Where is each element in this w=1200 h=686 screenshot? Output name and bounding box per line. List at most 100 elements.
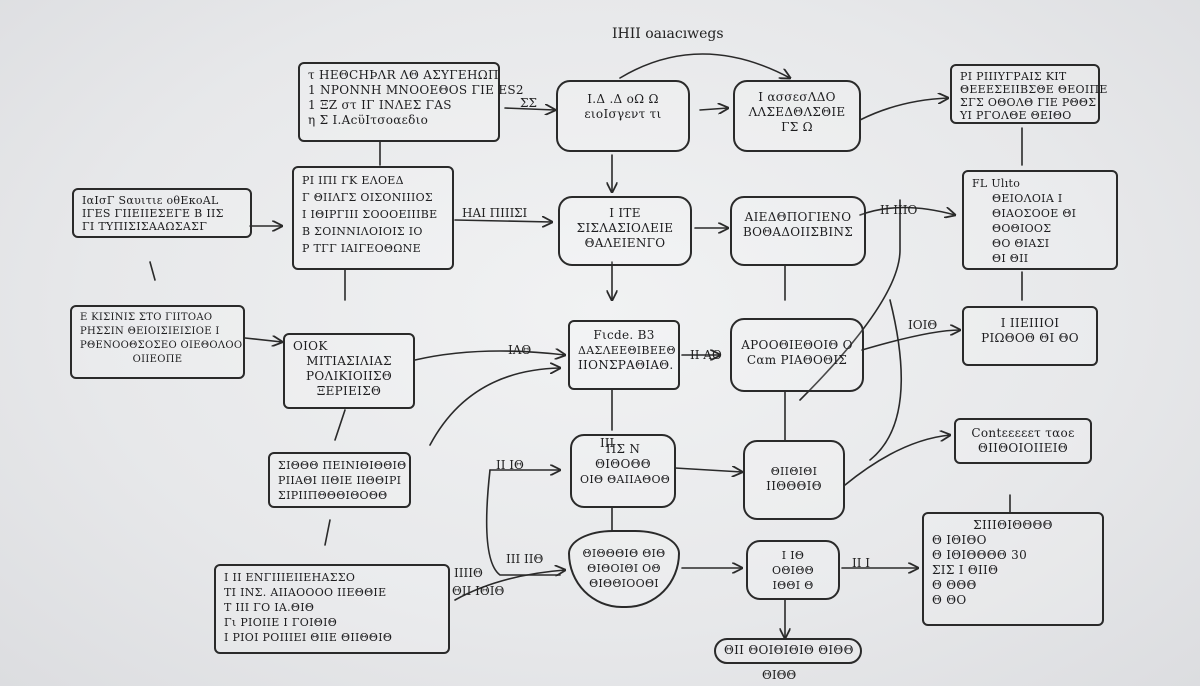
node-line: ΘΙΘΘΙΟΟΘΙ bbox=[589, 577, 659, 590]
node-line: ΙΓΕS ΓΙΙΕΙΙΕΣΕΓΕ Β ΙΙΣ bbox=[82, 207, 224, 220]
node-middle-center: Ι ΙΤΕ ΣΙΣΛΑΣΙΟΛΕΙΕ ΘΑΛΕΙΕΝΓΟ bbox=[558, 196, 692, 266]
node-line: ΙΙΘΘΘΙΘ bbox=[766, 479, 822, 493]
node-line: ΣΙΣΛΑΣΙΟΛΕΙΕ bbox=[576, 221, 674, 235]
node-line: ειοΙσγεντ τι bbox=[584, 107, 662, 121]
node-line: ΡΘΕΝΟΟΘΣΟΣΕΟ ΟΙΕΘΟΛΟΟ bbox=[80, 340, 243, 351]
node-center: Fιcde. Β3 ΔΑΣΛΕΕΘΙΒΕΕΘ ΙΙΟΝΣΡΑΘΙΑΘ. bbox=[568, 320, 680, 390]
node-line: ΒΟΘΑΔΟΙΙΣΒΙΝΣ bbox=[742, 225, 854, 239]
node-lower-center-right: ΘΙΙΘΙΘΙ ΙΙΘΘΘΙΘ bbox=[743, 440, 845, 520]
node-line: ΟΘΙΘΘ bbox=[772, 564, 814, 577]
node-line: ΔΑΣΛΕΕΘΙΒΕΕΘ bbox=[578, 344, 676, 357]
node-line: ΡΙΩΘΟΘ ΘΙ ΘΟ bbox=[981, 331, 1079, 345]
node-line: Θ ΙΘΙΘΟ bbox=[932, 533, 987, 547]
node-line: ΘΙΘΟΙΘΙ ΟΘ bbox=[587, 562, 661, 575]
edge-label: ΣΙ bbox=[514, 206, 528, 220]
node-bottom-left: Ι ΙΙ ΕΝΓΙΙΙΕΙΙΕΗΑΣΣΟ ΤΙ ΙΝΣ. ΑΙΙΑΟΟΟΟ ΙΙ… bbox=[214, 564, 450, 654]
node-top-center-left: Ι.Δ .Δ οΩ Ω ειοΙσγεντ τι bbox=[556, 80, 690, 152]
node-line: ΘΙΙΘΙΘΙ bbox=[770, 465, 818, 478]
node-bottom-center-right: Ι ΙΘ ΟΘΙΘΘ ΙΘΘΙ Θ bbox=[746, 540, 840, 600]
node-line: ΡΙ ΡΙΙΙΥΓΡΑΙΣ ΚΙΤ bbox=[960, 70, 1067, 83]
node-line: ΘΙΘΟΘΘ bbox=[595, 457, 651, 471]
node-process-list: ΡΙ ΙΠΙ ΓΚ ΕΛΟΕΔ Γ ΘΙΙΛΓΣ ΟΙΣΟΝΙΙΙΟΣ Ι ΙΘ… bbox=[292, 166, 454, 270]
node-left-middle: Ε ΚΙΣΙΝΙΣ ΣΤΟ ΓΙΙΤΟΑΟ ΡΗΣΣΙΝ ΘΕΙΟΙΣΙΕΙΣΙ… bbox=[70, 305, 245, 379]
node-line: Ι ΙΤΕ bbox=[609, 206, 641, 220]
edge-label: ΗΑΙ ΠΙΙΙ bbox=[462, 206, 515, 220]
node-line: ΘΙΙΘΟΙΟΙΙΕΙΘ bbox=[978, 441, 1068, 455]
node-line: ΣΓΣ ΟΘΟΛΘ ΓΙΕ ΡΘΘΣ bbox=[960, 96, 1097, 109]
node-line: ΣΙΘΘΘ ΠΕΙΝΙΘΙΘΘΙΘ bbox=[278, 459, 407, 472]
node-line: Cαm ΡΙΑΘΟΘΙΣ bbox=[746, 353, 848, 367]
edge-label: ΙΙΙΙΘ bbox=[454, 566, 483, 580]
node-line: ΠΣ Ν bbox=[605, 442, 641, 456]
node-line: ΘΑΛΕΙΕΝΓΟ bbox=[584, 236, 666, 250]
node-middle-right: ΑΙΕΔΘΠΟΓΙΕΝΟ ΒΟΘΑΔΟΙΙΣΒΙΝΣ bbox=[730, 196, 866, 266]
node-right-lower: Cοntεεεεετ ταοε ΘΙΙΘΟΙΟΙΙΕΙΘ bbox=[954, 418, 1092, 464]
edge-label: ΙΙΙ bbox=[600, 436, 615, 450]
edge-label: ΙΙΙ ΙΙΘ bbox=[506, 552, 544, 566]
node-line: Τ ΙΙΙ ΓΟ ΙΑ.ΘΙΘ bbox=[224, 601, 315, 614]
node-line: Γι ΡΙΟΙΙΕ Ι ΓΟΙΘΙΘ bbox=[224, 616, 338, 629]
node-left-lower: ΣΙΘΘΘ ΠΕΙΝΙΘΙΘΘΙΘ ΡΙΙΑΘΙ ΙΙΘΙΕ ΙΙΘΘΙΡΙ Σ… bbox=[268, 452, 411, 508]
node-line: Ι ΙΘΙΡΓΙΙΙ ΣΟΟΟΕΙΙΙΒΕ bbox=[302, 208, 438, 221]
node-line: ΘΟΘΙΟΟΣ bbox=[992, 222, 1052, 235]
node-line: Ι ασσεσΛΔΟ bbox=[758, 90, 836, 104]
node-left-top: ΙαΙσΓ Sαυιτιε οθΕκοΑL ΙΓΕS ΓΙΙΕΙΙΕΣΕΓΕ Β… bbox=[72, 188, 252, 238]
node-center-left: ΟΙΟΚ ΜΙΤΙΑΣΙΛΙΑΣ ΡΟΛΙΚΙΟΙΙΣΘ ΞΕΡΙΕΙΣΘ bbox=[283, 333, 415, 409]
node-right-middle: Ι ΙΙΕΙΙΙΟΙ ΡΙΩΘΟΘ ΘΙ ΘΟ bbox=[962, 306, 1098, 366]
node-line: Γ ΘΙΙΛΓΣ ΟΙΣΟΝΙΙΙΟΣ bbox=[302, 191, 434, 204]
node-requirements: τ HEΘCHϷΛR ΛΘ ΑΣΥΓΕΗΩΠ 1 ΝΡΟΝΝΗ ΜΝΟΟΕΘΟS… bbox=[298, 62, 524, 142]
node-line: Ι ΙΙ ΕΝΓΙΙΙΕΙΙΕΗΑΣΣΟ bbox=[224, 571, 356, 584]
node-line: ΘΙ ΘΙΙ bbox=[992, 252, 1029, 265]
node-line: ΣΙΙΙΘΙΘΘΘΘ bbox=[973, 518, 1053, 532]
node-right-list: FL Ulıto ΘΕΙΟΛΟΙΑ Ι ΘΙΑΟΣΟΟΕ ΘΙ ΘΟΘΙΟΟΣ … bbox=[962, 170, 1118, 270]
node-line: ΘΕΙΟΛΟΙΑ Ι bbox=[992, 192, 1063, 205]
node-center-right: ΑΡΟΟΘΙΕΘΟΙΘ Ο Cαm ΡΙΑΘΟΘΙΣ bbox=[730, 318, 864, 392]
node-line: ΤΙ ΙΝΣ. ΑΙΙΑΟΟΟΟ ΙΙΕΘΘΙΕ bbox=[224, 586, 387, 599]
node-line: ΙΘΘΙ Θ bbox=[772, 579, 814, 592]
node-bottom-right: ΣΙΙΙΘΙΘΘΘΘ Θ ΙΘΙΘΟ Θ ΙΘΙΘΘΘΘ 30 ΣΙΣ Ι ΘΙ… bbox=[922, 512, 1104, 626]
node-top-center-right: Ι ασσεσΛΔΟ ΛΛΣΕΔΘΛΣΘΙΕ ΓΣ Ω bbox=[733, 80, 861, 152]
edge-label: ΙΙ ΙΙΙΟ bbox=[880, 203, 918, 217]
node-line: ΑΡΟΟΘΙΕΘΟΙΘ Ο bbox=[741, 338, 853, 352]
node-line: ΙαΙσΓ Sαυιτιε οθΕκοΑL bbox=[82, 194, 219, 207]
node-line: ΡΙΙΑΘΙ ΙΙΘΙΕ ΙΙΘΘΙΡΙ bbox=[278, 474, 402, 487]
edge-label: ΣΣ bbox=[520, 96, 537, 110]
node-line: ΡΙ ΙΠΙ ΓΚ ΕΛΟΕΔ bbox=[302, 174, 404, 187]
node-lower-center: ΠΣ Ν ΘΙΘΟΘΘ ΟΙΘ ΘΑΙΙΑΘΟΘ bbox=[570, 434, 676, 508]
node-line: ΓΙ ΤΥΠΙΣΙΣΑΑΩΣΑΣΓ bbox=[82, 220, 208, 233]
node-line: Θ ΘΘΘ bbox=[932, 578, 977, 592]
node-line: η Σ Ι.ΑcϋΙτσοαɛδιο bbox=[308, 113, 429, 127]
node-line: ΣΙΣ Ι ΘΙΙΘ bbox=[932, 563, 999, 577]
node-line: FL Ulıto bbox=[972, 177, 1021, 190]
node-line: Β ΣΟΙΝΝΙΛΟΙΟΙΣ ΙΟ bbox=[302, 225, 423, 238]
node-line: ΘΟ ΘΙΑΣΙ bbox=[992, 237, 1050, 250]
node-line: ΡΗΣΣΙΝ ΘΕΙΟΙΣΙΕΙΣΙΟΕ Ι bbox=[80, 326, 220, 337]
node-line: ΙΙΟΝΣΡΑΘΙΑΘ. bbox=[578, 358, 674, 372]
node-line: Ι ΡΙΟΙ ΡΟΙΙΙΕΙ ΘΙΙΕ ΘΙΙΘΘΙΘ bbox=[224, 631, 393, 644]
edge-label: ΙΑΘ bbox=[508, 343, 532, 357]
node-line: ΥΙ ΡΓΟΛΘΕ ΘΕΙΘΟ bbox=[960, 109, 1072, 122]
node-line: τ HEΘCHϷΛR ΛΘ ΑΣΥΓΕΗΩΠ bbox=[308, 68, 499, 82]
node-line: Cοntεεεεετ ταοε bbox=[971, 426, 1075, 440]
edge-label: ΘΙΙ ΙΘΙΘ bbox=[452, 584, 505, 598]
node-line: ΜΙΤΙΑΣΙΛΙΑΣ bbox=[306, 354, 392, 368]
edge-label: ΘΙΘΘ bbox=[762, 668, 797, 682]
node-bottom-terminal: ΘΙΙ ΘΟΙΘΙΘΙΘ ΘΙΘΘ bbox=[714, 638, 862, 664]
node-line: Ι ΙΘ bbox=[781, 549, 805, 562]
node-line: ΑΙΕΔΘΠΟΓΙΕΝΟ bbox=[744, 210, 852, 224]
edge-label: ΙΙ Ι bbox=[852, 556, 871, 570]
node-line: ΓΣ Ω bbox=[781, 120, 813, 134]
edge-label: ΙΙ ΙΘ bbox=[496, 458, 524, 472]
node-line: ΘΙΘΘΘΙΘ ΘΙΘ bbox=[582, 547, 666, 560]
edge-label: ΙΟΙΘ bbox=[908, 318, 938, 332]
node-line: Ρ ΤΓΓ ΙΑΙΓΕΟΘΩΝΕ bbox=[302, 242, 421, 255]
node-line: 1 ΝΡΟΝΝΗ ΜΝΟΟΕΘΟS ΓΙΕ ES2 bbox=[308, 83, 524, 97]
node-line: ΟΙΘ ΘΑΙΙΑΘΟΘ bbox=[580, 473, 671, 486]
node-top-right: ΡΙ ΡΙΙΙΥΓΡΑΙΣ ΚΙΤ ΘΕΕΕΣΕΙΙΒΣΘΕ ΘΕΟΙΠΕ ΣΓ… bbox=[950, 64, 1108, 124]
node-line: 1 ΞΖ στ ΙΓ ΙΝΛΕΣ ΓΑS bbox=[308, 98, 452, 112]
node-line: ΘΕΕΕΣΕΙΙΒΣΘΕ ΘΕΟΙΠΕ bbox=[960, 83, 1108, 96]
node-line: Ι.Δ .Δ οΩ Ω bbox=[587, 92, 659, 106]
diagram-title: IHII oaıacıwegs bbox=[612, 26, 724, 42]
node-line: ΛΛΣΕΔΘΛΣΘΙΕ bbox=[748, 105, 846, 119]
